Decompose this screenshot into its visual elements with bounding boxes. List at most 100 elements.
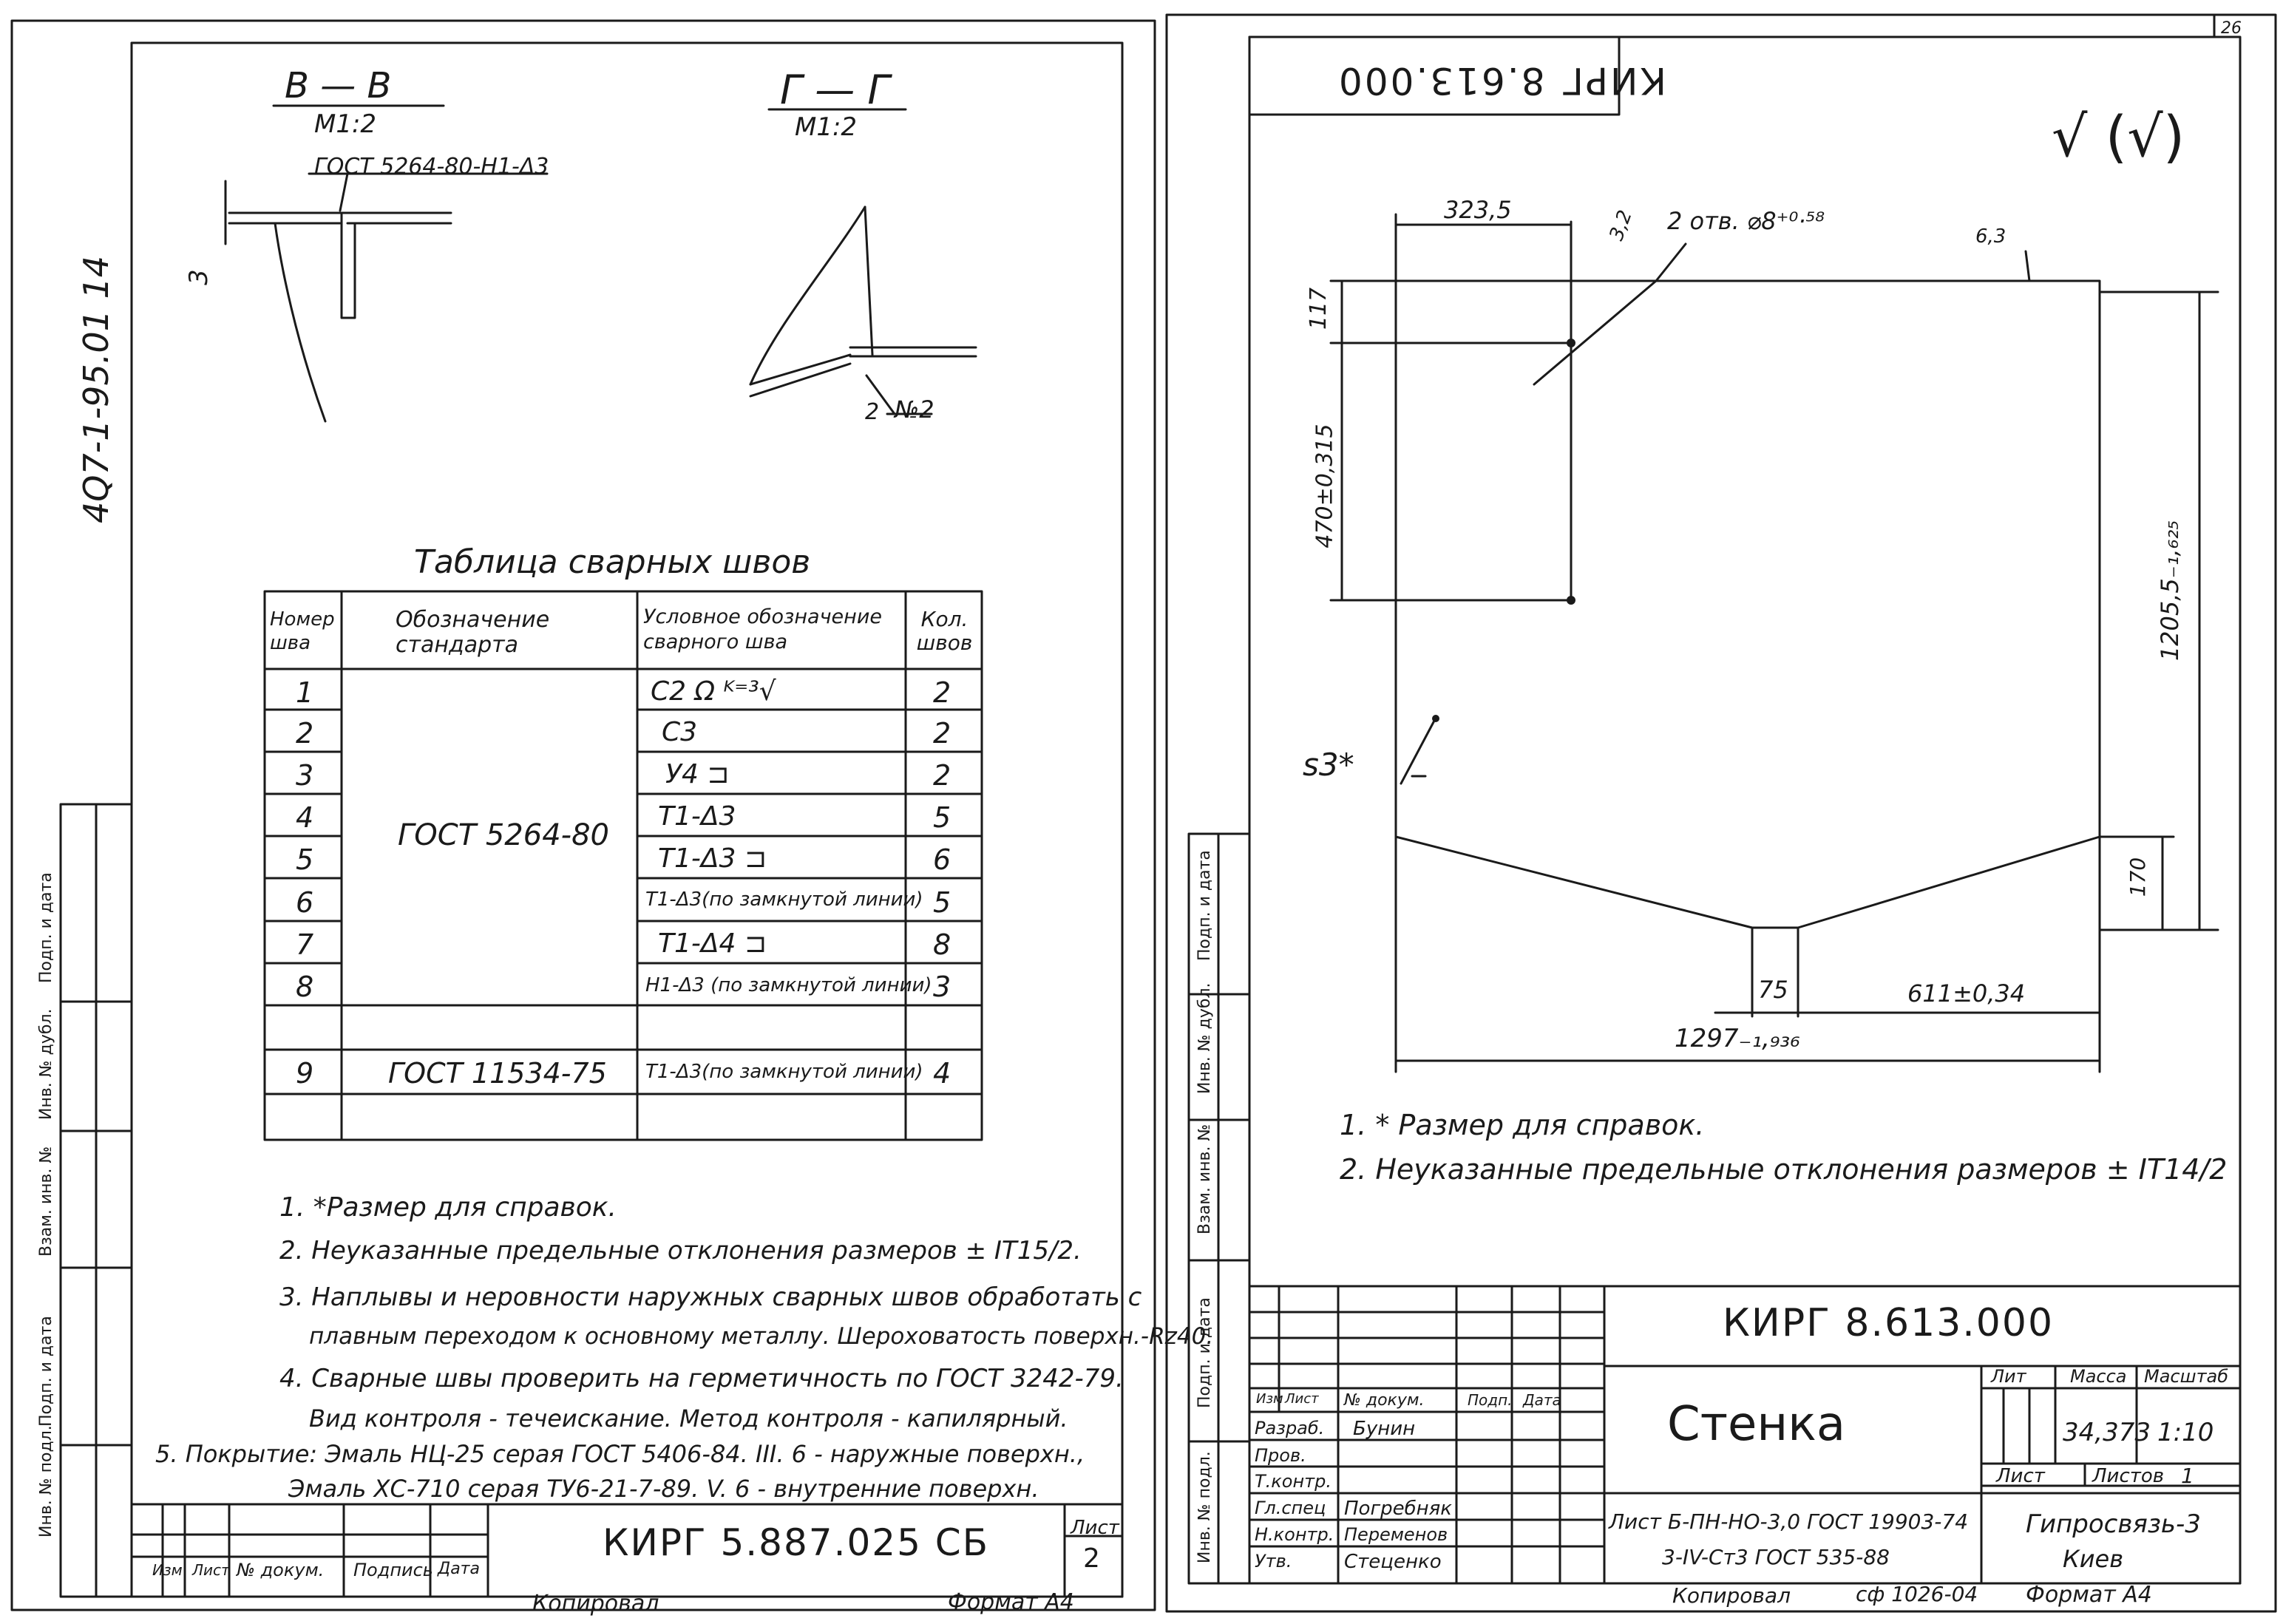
section-g-label: Г — Г: [780, 67, 890, 113]
right-designation: КИРГ 8.613.000: [1723, 1301, 2055, 1345]
left-note-4: 4. Сварные швы проверить на герметичност…: [279, 1364, 1124, 1393]
left-col-sign: Подпись: [353, 1560, 433, 1580]
section-b-weld-ref: ГОСТ 5264-80-Н1-Δ3: [314, 154, 549, 180]
weld-row-3-code: У4 ⊐: [665, 759, 730, 789]
dim-top-width: 323,5: [1444, 196, 1512, 224]
right-col-doc: № докум.: [1344, 1391, 1425, 1410]
weld-row-9-standard: ГОСТ 11534-75: [388, 1057, 607, 1090]
sheets-value: 1: [2181, 1464, 2194, 1488]
mass-label: Масса: [2070, 1366, 2127, 1387]
role-razrab: Разраб.: [1255, 1418, 1325, 1438]
weld-table-header-standard: Обозначение стандарта: [396, 607, 550, 658]
left-col-date: Дата: [438, 1560, 480, 1578]
right-corner-no: 26: [2221, 19, 2242, 38]
stamp-box: [1248, 35, 1621, 116]
name-razrab: Бунин: [1353, 1418, 1416, 1440]
weld-row-8-num: 8: [296, 971, 314, 1003]
right-col-izm: Изм: [1256, 1391, 1283, 1407]
part-outline: [1394, 279, 2101, 929]
sheets-label: Листов: [2092, 1465, 2165, 1487]
left-title-block: [130, 1503, 1124, 1598]
part-name: Стенка: [1667, 1397, 1846, 1452]
sheet-label: Лист: [1996, 1465, 2045, 1487]
right-col-date: Дата: [1523, 1391, 1561, 1409]
weld-row-8-code: Н1-Δ3 (по замкнутой линии): [645, 974, 932, 996]
weld-row-3-qty: 2: [933, 759, 951, 792]
left-note-2: 2. Неуказанные предельные отклонения раз…: [279, 1236, 1082, 1265]
weld-table-title: Таблица сварных швов: [414, 543, 811, 581]
left-note-5: 5. Покрытие: Эмаль НЦ-25 серая ГОСТ 5406…: [155, 1440, 1085, 1468]
left-note-3: 3. Наплывы и неровности наружных сварных…: [279, 1282, 1142, 1312]
left-col-izm: Изм: [152, 1561, 183, 1579]
name-nkontr: Переменов: [1344, 1524, 1448, 1545]
section-g-weld-ref: 2: [865, 399, 880, 425]
weld-row-6-qty: 5: [933, 886, 951, 919]
weld-row-1-code: С2 Ω ᴷ⁼³√: [651, 676, 776, 707]
left-sheet-no: 2: [1083, 1543, 1100, 1574]
right-footer-order: сф 1026-04: [1856, 1582, 1978, 1606]
weld-row-8-qty: 3: [933, 971, 951, 1003]
name-utv: Стеценко: [1344, 1551, 1442, 1573]
dim-total-width: 1297₋₁,₉₃₆: [1675, 1024, 1800, 1053]
weld-row-4-qty: 5: [933, 801, 951, 834]
right-col-sign: Подп.: [1468, 1391, 1513, 1409]
right-footer-copied: Копировал: [1672, 1583, 1791, 1608]
weld-row-2-num: 2: [296, 717, 314, 750]
left-note-1: 1. *Размер для справок.: [279, 1192, 617, 1223]
weld-table-frame: [263, 590, 983, 1141]
weld-row-5-qty: 6: [933, 843, 951, 876]
dim-holes: 2 отв. ⌀8⁺⁰·⁵⁸: [1667, 207, 1825, 235]
role-utv: Утв.: [1255, 1551, 1292, 1572]
right-frame-outer: [1165, 13, 2277, 1613]
section-g-scale: М1:2: [795, 112, 858, 142]
org-name: Гипросвязь-3: [2026, 1509, 2201, 1539]
weld-table-header-code: Условное обозначение сварного шва: [643, 605, 882, 653]
weld-table-standard-main: ГОСТ 5264-80: [398, 818, 609, 852]
right-note-1: 1. * Размер для справок.: [1340, 1109, 1705, 1141]
material-line-2: 3-IV-Ст3 ГОСТ 535-88: [1662, 1545, 1890, 1569]
dim-thickness: s3*: [1303, 747, 1354, 783]
weld-table-header-num: Номер шва: [270, 608, 335, 654]
left-frame-inner: [130, 41, 1124, 1598]
weld-row-6-code: Т1-Δ3(по замкнутой линии): [645, 889, 923, 911]
weld-row-7-num: 7: [296, 928, 314, 961]
roughness-mark: √ (√): [2052, 103, 2185, 169]
dim-bottom-half: 611±0,34: [1907, 979, 2026, 1008]
right-col-list: Лист: [1285, 1391, 1319, 1407]
left-note-5b: Эмаль ХС-710 серая ТУ6-21-7-89. V. 6 - в…: [288, 1475, 1039, 1503]
section-g-weld-no: №2: [895, 395, 934, 424]
weld-row-9-num: 9: [296, 1057, 314, 1090]
weld-row-9-code: Т1-Δ3(по замкнутой линии): [645, 1061, 923, 1083]
role-glspec: Гл.спец: [1255, 1498, 1326, 1518]
weld-row-9-qty: 4: [933, 1057, 951, 1090]
weld-row-4-code: Т1-Δ3: [658, 801, 736, 832]
weld-row-1-qty: 2: [933, 676, 951, 709]
left-footer-copied: Копировал: [532, 1591, 659, 1617]
weld-row-7-qty: 8: [933, 928, 951, 961]
section-b-scale: М1:2: [314, 109, 377, 139]
material-line-1: Лист Б-ПН-НО-3,0 ГОСТ 19903-74: [1609, 1509, 1969, 1534]
weld-row-2-qty: 2: [933, 717, 951, 750]
weld-row-4-num: 4: [296, 801, 314, 834]
dim-bottom-flat: 75: [1758, 976, 1788, 1004]
left-col-list: Лист: [192, 1561, 230, 1579]
right-footer-format: Формат А4: [2026, 1582, 2152, 1608]
weld-row-6-num: 6: [296, 886, 314, 919]
scale-value: 1:10: [2157, 1418, 2214, 1447]
weld-row-5-num: 5: [296, 843, 314, 876]
lit-label: Лит: [1991, 1366, 2026, 1387]
left-designation: КИРГ 5.887.025 СБ: [603, 1521, 990, 1564]
role-prov: Пров.: [1255, 1445, 1306, 1466]
name-glspec: Погребняк: [1344, 1498, 1452, 1520]
left-frame-outer: [10, 19, 1156, 1611]
weld-row-3-num: 3: [296, 759, 314, 792]
weld-row-7-code: Т1-Δ4 ⊐: [658, 928, 767, 959]
right-note-2: 2. Неуказанные предельные отклонения раз…: [1340, 1153, 2228, 1186]
left-note-4b: Вид контроля - течеискание. Метод контро…: [309, 1404, 1068, 1433]
scale-label: Масштаб: [2144, 1366, 2229, 1387]
weld-row-5-code: Т1-Δ3 ⊐: [658, 843, 767, 874]
weld-table-header-qty: Кол. швов: [916, 607, 973, 655]
role-nkontr: Н.контр.: [1255, 1524, 1334, 1545]
section-b-label: В — В: [285, 65, 392, 106]
